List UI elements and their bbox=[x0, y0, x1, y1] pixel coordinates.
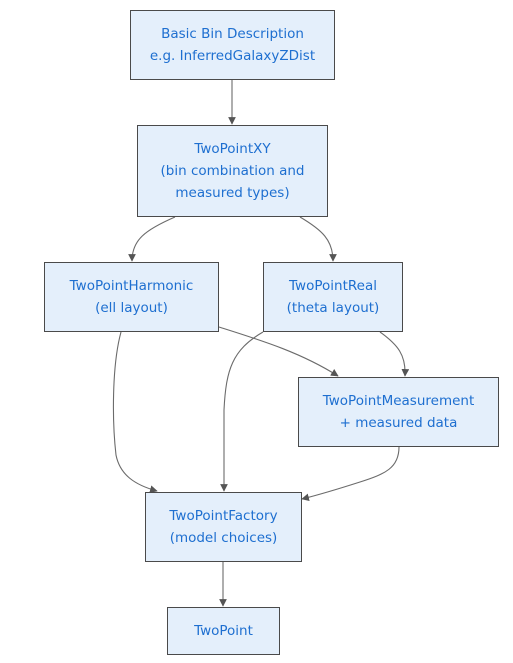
node-basic-bin-description: Basic Bin Description e.g. InferredGalax… bbox=[130, 10, 335, 80]
node-text: Basic Bin Description bbox=[161, 26, 304, 42]
node-two-point-harmonic: TwoPointHarmonic (ell layout) bbox=[44, 262, 219, 332]
node-two-point-xy: TwoPointXY (bin combination and measured… bbox=[137, 125, 328, 217]
node-text: e.g. InferredGalaxyZDist bbox=[149, 48, 316, 64]
node-text: TwoPoint bbox=[194, 623, 253, 639]
edge-xy-to-harmonic bbox=[128, 216, 176, 262]
node-two-point: TwoPoint bbox=[167, 607, 280, 655]
edge-real-to-measurement bbox=[379, 331, 410, 377]
node-text: TwoPointMeasurement bbox=[322, 393, 475, 409]
node-two-point-factory: TwoPointFactory (model choices) bbox=[145, 492, 302, 562]
node-text: TwoPointFactory bbox=[169, 508, 278, 524]
node-text: (ell layout) bbox=[95, 300, 168, 316]
node-text: TwoPointReal bbox=[289, 278, 377, 294]
node-text: measured types) bbox=[175, 185, 290, 201]
edge-harmonic-to-factory bbox=[112, 331, 158, 493]
node-text: (theta layout) bbox=[286, 300, 380, 316]
edge-xy-to-real bbox=[299, 216, 337, 262]
node-text: + measured data bbox=[339, 415, 458, 431]
edge-harmonic-to-measurement bbox=[218, 326, 339, 377]
node-two-point-real: TwoPointReal (theta layout) bbox=[263, 262, 403, 332]
node-two-point-measurement: TwoPointMeasurement + measured data bbox=[298, 377, 499, 447]
edge-measurement-to-factory bbox=[301, 446, 400, 502]
node-text: (bin combination and bbox=[160, 163, 305, 179]
node-text: (model choices) bbox=[169, 530, 278, 546]
node-text: TwoPointXY bbox=[194, 141, 271, 157]
edge-real-to-factory bbox=[220, 331, 264, 492]
node-text: TwoPointHarmonic bbox=[69, 278, 194, 294]
